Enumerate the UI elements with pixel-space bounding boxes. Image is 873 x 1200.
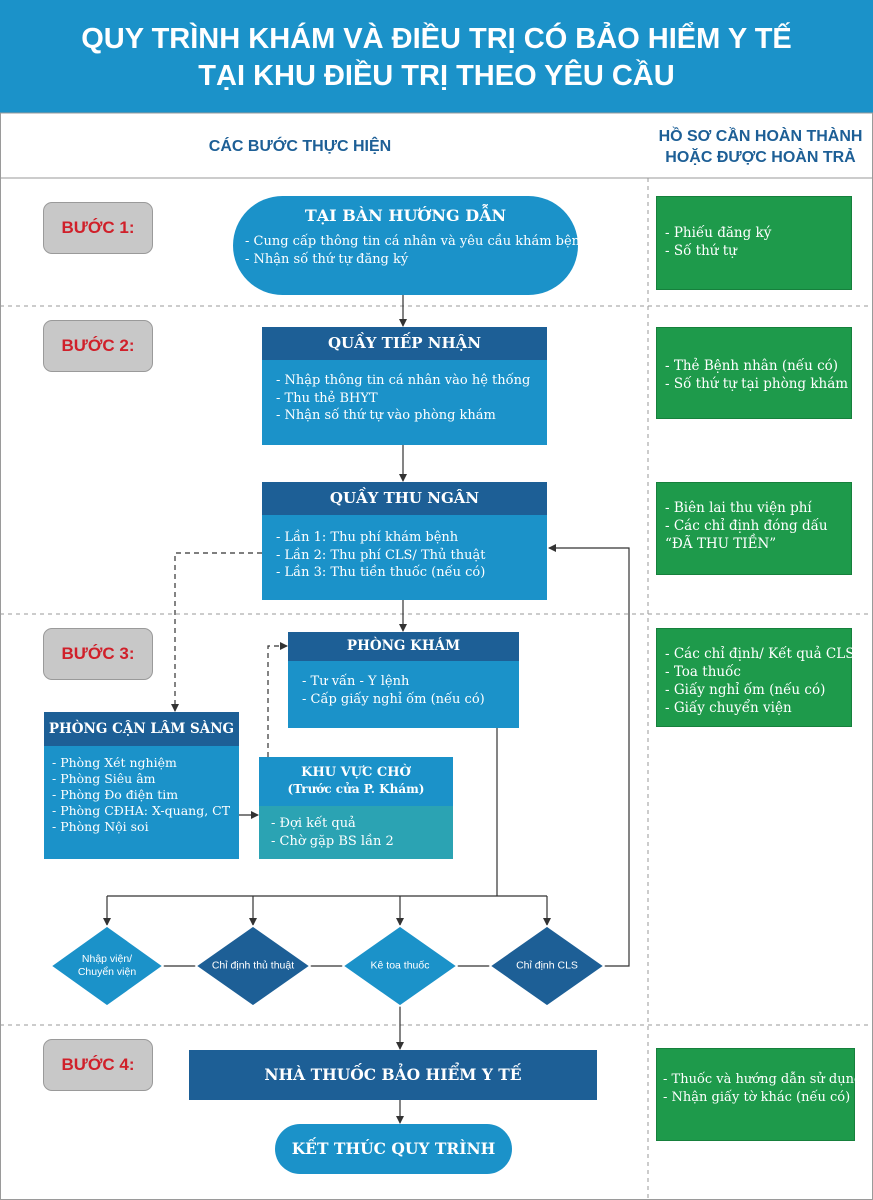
exam-room-box: PHÒNG KHÁM - Tư vấn - Y lệnh - Cấp giấy … — [288, 632, 519, 728]
waiting-area-box: KHU VỰC CHỜ (Trước cửa P. Khám) - Đợi kế… — [259, 757, 453, 859]
list-item: - Đợi kết quả — [271, 816, 356, 831]
list-item: - Nhập thông tin cá nhân vào hệ thống — [276, 373, 531, 388]
list-item: “ĐÃ THU TIỀN” — [665, 536, 777, 552]
list-item: - Nhận số thứ tự vào phòng khám — [276, 408, 496, 423]
guide-desk-items: - Cung cấp thông tin cá nhân và yêu cầu … — [245, 233, 589, 268]
pharmacy-box: NHÀ THUỐC BẢO HIỂM Y TẾ — [189, 1050, 597, 1100]
paraclinic-title: PHÒNG CẬN LÂM SÀNG — [44, 712, 239, 746]
step-3-label: BƯỚC 3: — [43, 628, 153, 680]
decision-label-prescription: Kê toa thuốc — [370, 959, 430, 972]
list-item: - Các chỉ định/ Kết quả CLS — [665, 646, 855, 662]
list-item: - Giấy nghỉ ốm (nếu có) — [665, 682, 826, 698]
reception-title: QUẦY TIẾP NHẬN — [262, 327, 547, 360]
decision-label-procedure: Chỉ định thủ thuật — [211, 959, 295, 972]
list-item: - Thuốc và hướng dẫn sử dụng — [663, 1072, 863, 1087]
list-item: - Phòng Xét nghiệm — [52, 755, 177, 770]
decision-label-cls: Chỉ định CLS — [516, 959, 578, 972]
exam-room-items: - Tư vấn - Y lệnh - Cấp giấy nghỉ ốm (nế… — [302, 673, 519, 708]
waiting-area-header: KHU VỰC CHỜ (Trước cửa P. Khám) — [259, 757, 453, 806]
list-item: - Phiếu đăng ký — [665, 225, 772, 241]
arrow-cashier-to-paraclinic — [171, 552, 262, 712]
decision-diamond-prescription — [341, 925, 459, 1007]
cashier-items: - Lần 1: Thu phí khám bệnh - Lần 2: Thu … — [276, 529, 547, 582]
list-item: - Cấp giấy nghỉ ốm (nếu có) — [302, 691, 485, 707]
list-item: - Số thứ tự tại phòng khám — [665, 376, 849, 392]
cashier-box: QUẦY THU NGÂN - Lần 1: Thu phí khám bệnh… — [262, 482, 547, 600]
decision-diamond-cls — [488, 925, 606, 1007]
header-title-line2: TẠI KHU ĐIỀU TRỊ THEO YÊU CẦU — [198, 60, 675, 92]
column-header-steps: CÁC BƯỚC THỰC HIỆN — [208, 138, 392, 155]
docs-step-3: - Các chỉ định/ Kết quả CLS - Toa thuốc … — [656, 628, 855, 727]
arrow-cls-back-to-cashier — [548, 544, 630, 967]
exam-room-title: PHÒNG KHÁM — [288, 632, 519, 661]
list-item: - Các chỉ định đóng dấu — [665, 518, 828, 534]
list-item: - Số thứ tự — [665, 243, 737, 259]
list-item: - Thu thẻ BHYT — [276, 390, 378, 406]
list-item: - Phòng Nội soi — [52, 819, 149, 834]
column-header-docs-line1: HỒ SƠ CẦN HOÀN THÀNH — [658, 128, 863, 145]
cashier-title: QUẦY THU NGÂN — [262, 482, 547, 515]
guide-desk-title: TẠI BÀN HƯỚNG DẪN — [304, 206, 507, 225]
page-header: QUY TRÌNH KHÁM VÀ ĐIỀU TRỊ CÓ BẢO HIỂM Y… — [0, 0, 873, 113]
reception-box: QUẦY TIẾP NHẬN - Nhập thông tin cá nhân … — [262, 327, 547, 445]
decision-diamond-admit — [49, 925, 165, 1007]
list-item: - Tư vấn - Y lệnh — [302, 674, 410, 689]
column-header-docs: HỒ SƠ CẦN HOÀN THÀNH HOẶC ĐƯỢC HOÀN TRẢ — [648, 126, 873, 168]
docs-cashier: - Biên lai thu viện phí - Các chỉ định đ… — [656, 482, 852, 575]
list-item: - Nhận giấy tờ khác (nếu có) — [663, 1090, 851, 1105]
decision-diamond-procedure — [194, 925, 312, 1007]
column-header-docs-line2: HOẶC ĐƯỢC HOÀN TRẢ — [665, 149, 856, 166]
step-4-label: BƯỚC 4: — [43, 1039, 153, 1091]
list-item: - Thẻ Bệnh nhân (nếu có) — [665, 358, 839, 374]
step-1-label: BƯỚC 1: — [43, 202, 153, 254]
list-item: - Phòng Siêu âm — [52, 771, 156, 786]
list-item: - Lần 3: Thu tiền thuốc (nếu có) — [276, 565, 486, 580]
list-item: - Cung cấp thông tin cá nhân và yêu cầu … — [245, 234, 589, 249]
guide-desk-box: TẠI BÀN HƯỚNG DẪN - Cung cấp thông tin c… — [233, 196, 589, 295]
docs-step-4: - Thuốc và hướng dẫn sử dụng - Nhận giấy… — [656, 1048, 863, 1141]
paraclinic-box: PHÒNG CẬN LÂM SÀNG - Phòng Xét nghiệm - … — [44, 712, 239, 859]
list-item: - Nhận số thứ tự đăng ký — [245, 251, 409, 267]
waiting-area-subtitle: (Trước cửa P. Khám) — [287, 782, 425, 796]
arrow-waiting-to-exam — [267, 642, 288, 757]
docs-step-2: - Thẻ Bệnh nhân (nếu có) - Số thứ tự tại… — [656, 327, 852, 419]
list-item: - Phòng Đo điện tim — [52, 787, 179, 802]
list-item: - Biên lai thu viện phí — [665, 500, 812, 516]
header-title-line1: QUY TRÌNH KHÁM VÀ ĐIỀU TRỊ CÓ BẢO HIỂM Y… — [81, 23, 792, 55]
decision-label-line: Nhập viện/ — [81, 953, 133, 965]
waiting-area-title: KHU VỰC CHỜ — [301, 765, 411, 780]
list-item: - Chờ gặp BS lần 2 — [271, 833, 394, 849]
docs-step-1: - Phiếu đăng ký - Số thứ tự — [656, 196, 852, 290]
list-item: - Lần 2: Thu phí CLS/ Thủ thuật — [276, 547, 486, 563]
decision-label-admit: Nhập viện/ Chuyển viện — [78, 953, 136, 979]
end-process-box: KẾT THÚC QUY TRÌNH — [275, 1124, 512, 1174]
list-item: - Lần 1: Thu phí khám bệnh — [276, 530, 459, 545]
decision-label-line: Chuyển viện — [77, 966, 137, 978]
list-item: - Toa thuốc — [665, 664, 741, 680]
step-2-label: BƯỚC 2: — [43, 320, 153, 372]
paraclinic-items: - Phòng Xét nghiệm - Phòng Siêu âm - Phò… — [52, 755, 239, 835]
reception-items: - Nhập thông tin cá nhân vào hệ thống - … — [276, 372, 547, 425]
list-item: - Giấy chuyển viện — [665, 700, 792, 716]
list-item: - Phòng CĐHA: X-quang, CT — [52, 803, 231, 818]
waiting-area-items: - Đợi kết quả - Chờ gặp BS lần 2 — [259, 806, 453, 859]
